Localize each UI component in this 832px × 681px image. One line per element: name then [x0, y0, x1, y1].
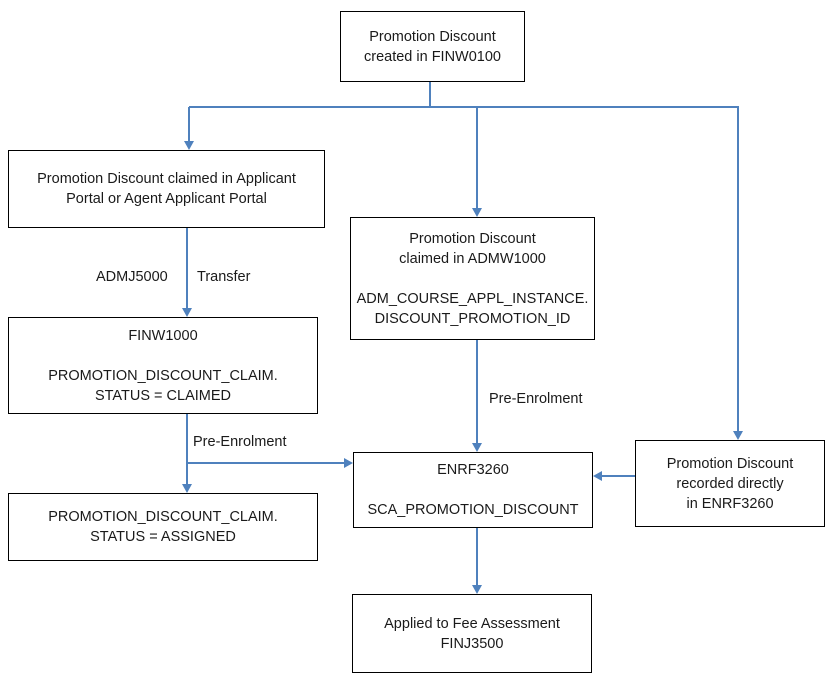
arrowhead-right-into-enrf-icon	[344, 458, 353, 468]
connector-main-horizontal	[189, 106, 739, 108]
connector-admw1000-to-enrf	[476, 340, 478, 444]
connector-enrf-to-fee	[476, 528, 478, 586]
edge-label-pre-enrolment-left: Pre-Enrolment	[193, 434, 287, 450]
connector-preenrolment-to-enrf	[187, 462, 344, 464]
arrowhead-down-into-finw1000-icon	[182, 308, 192, 317]
edge-label-transfer: Transfer	[197, 269, 251, 285]
connector-created-stem	[429, 82, 431, 107]
node-promotion-created: Promotion Discount created in FINW0100	[340, 11, 525, 82]
node-recorded-direct-enrf3260: Promotion Discount recorded directly in …	[635, 440, 825, 527]
arrowhead-left-into-enrf-icon	[593, 471, 602, 481]
node-status-assigned: PROMOTION_DISCOUNT_CLAIM. STATUS = ASSIG…	[8, 493, 318, 561]
connector-branch-right	[737, 107, 739, 432]
arrowhead-down-into-assigned-icon	[182, 484, 192, 493]
connector-finw1000-down	[186, 414, 188, 485]
node-fee-assessment-finj3500: Applied to Fee Assessment FINJ3500	[352, 594, 592, 673]
arrowhead-down-into-recorded-icon	[733, 431, 743, 440]
arrowhead-down-into-admw1000-icon	[472, 208, 482, 217]
connector-branch-left	[188, 107, 190, 142]
node-enrf3260: ENRF3260 SCA_PROMOTION_DISCOUNT	[353, 452, 593, 528]
node-claimed-applicant-portal: Promotion Discount claimed in Applicant …	[8, 150, 325, 228]
edge-label-admj5000: ADMJ5000	[96, 269, 168, 285]
node-finw1000-claimed: FINW1000 PROMOTION_DISCOUNT_CLAIM. STATU…	[8, 317, 318, 414]
connector-branch-middle	[476, 107, 478, 209]
node-claimed-admw1000: Promotion Discount claimed in ADMW1000 A…	[350, 217, 595, 340]
arrowhead-down-into-enrf-icon	[472, 443, 482, 452]
connector-recorded-to-enrf	[601, 475, 635, 477]
edge-label-pre-enrolment-mid: Pre-Enrolment	[489, 391, 583, 407]
arrowhead-down-into-portal-icon	[184, 141, 194, 150]
connector-portal-to-finw1000	[186, 228, 188, 309]
arrowhead-down-into-fee-icon	[472, 585, 482, 594]
